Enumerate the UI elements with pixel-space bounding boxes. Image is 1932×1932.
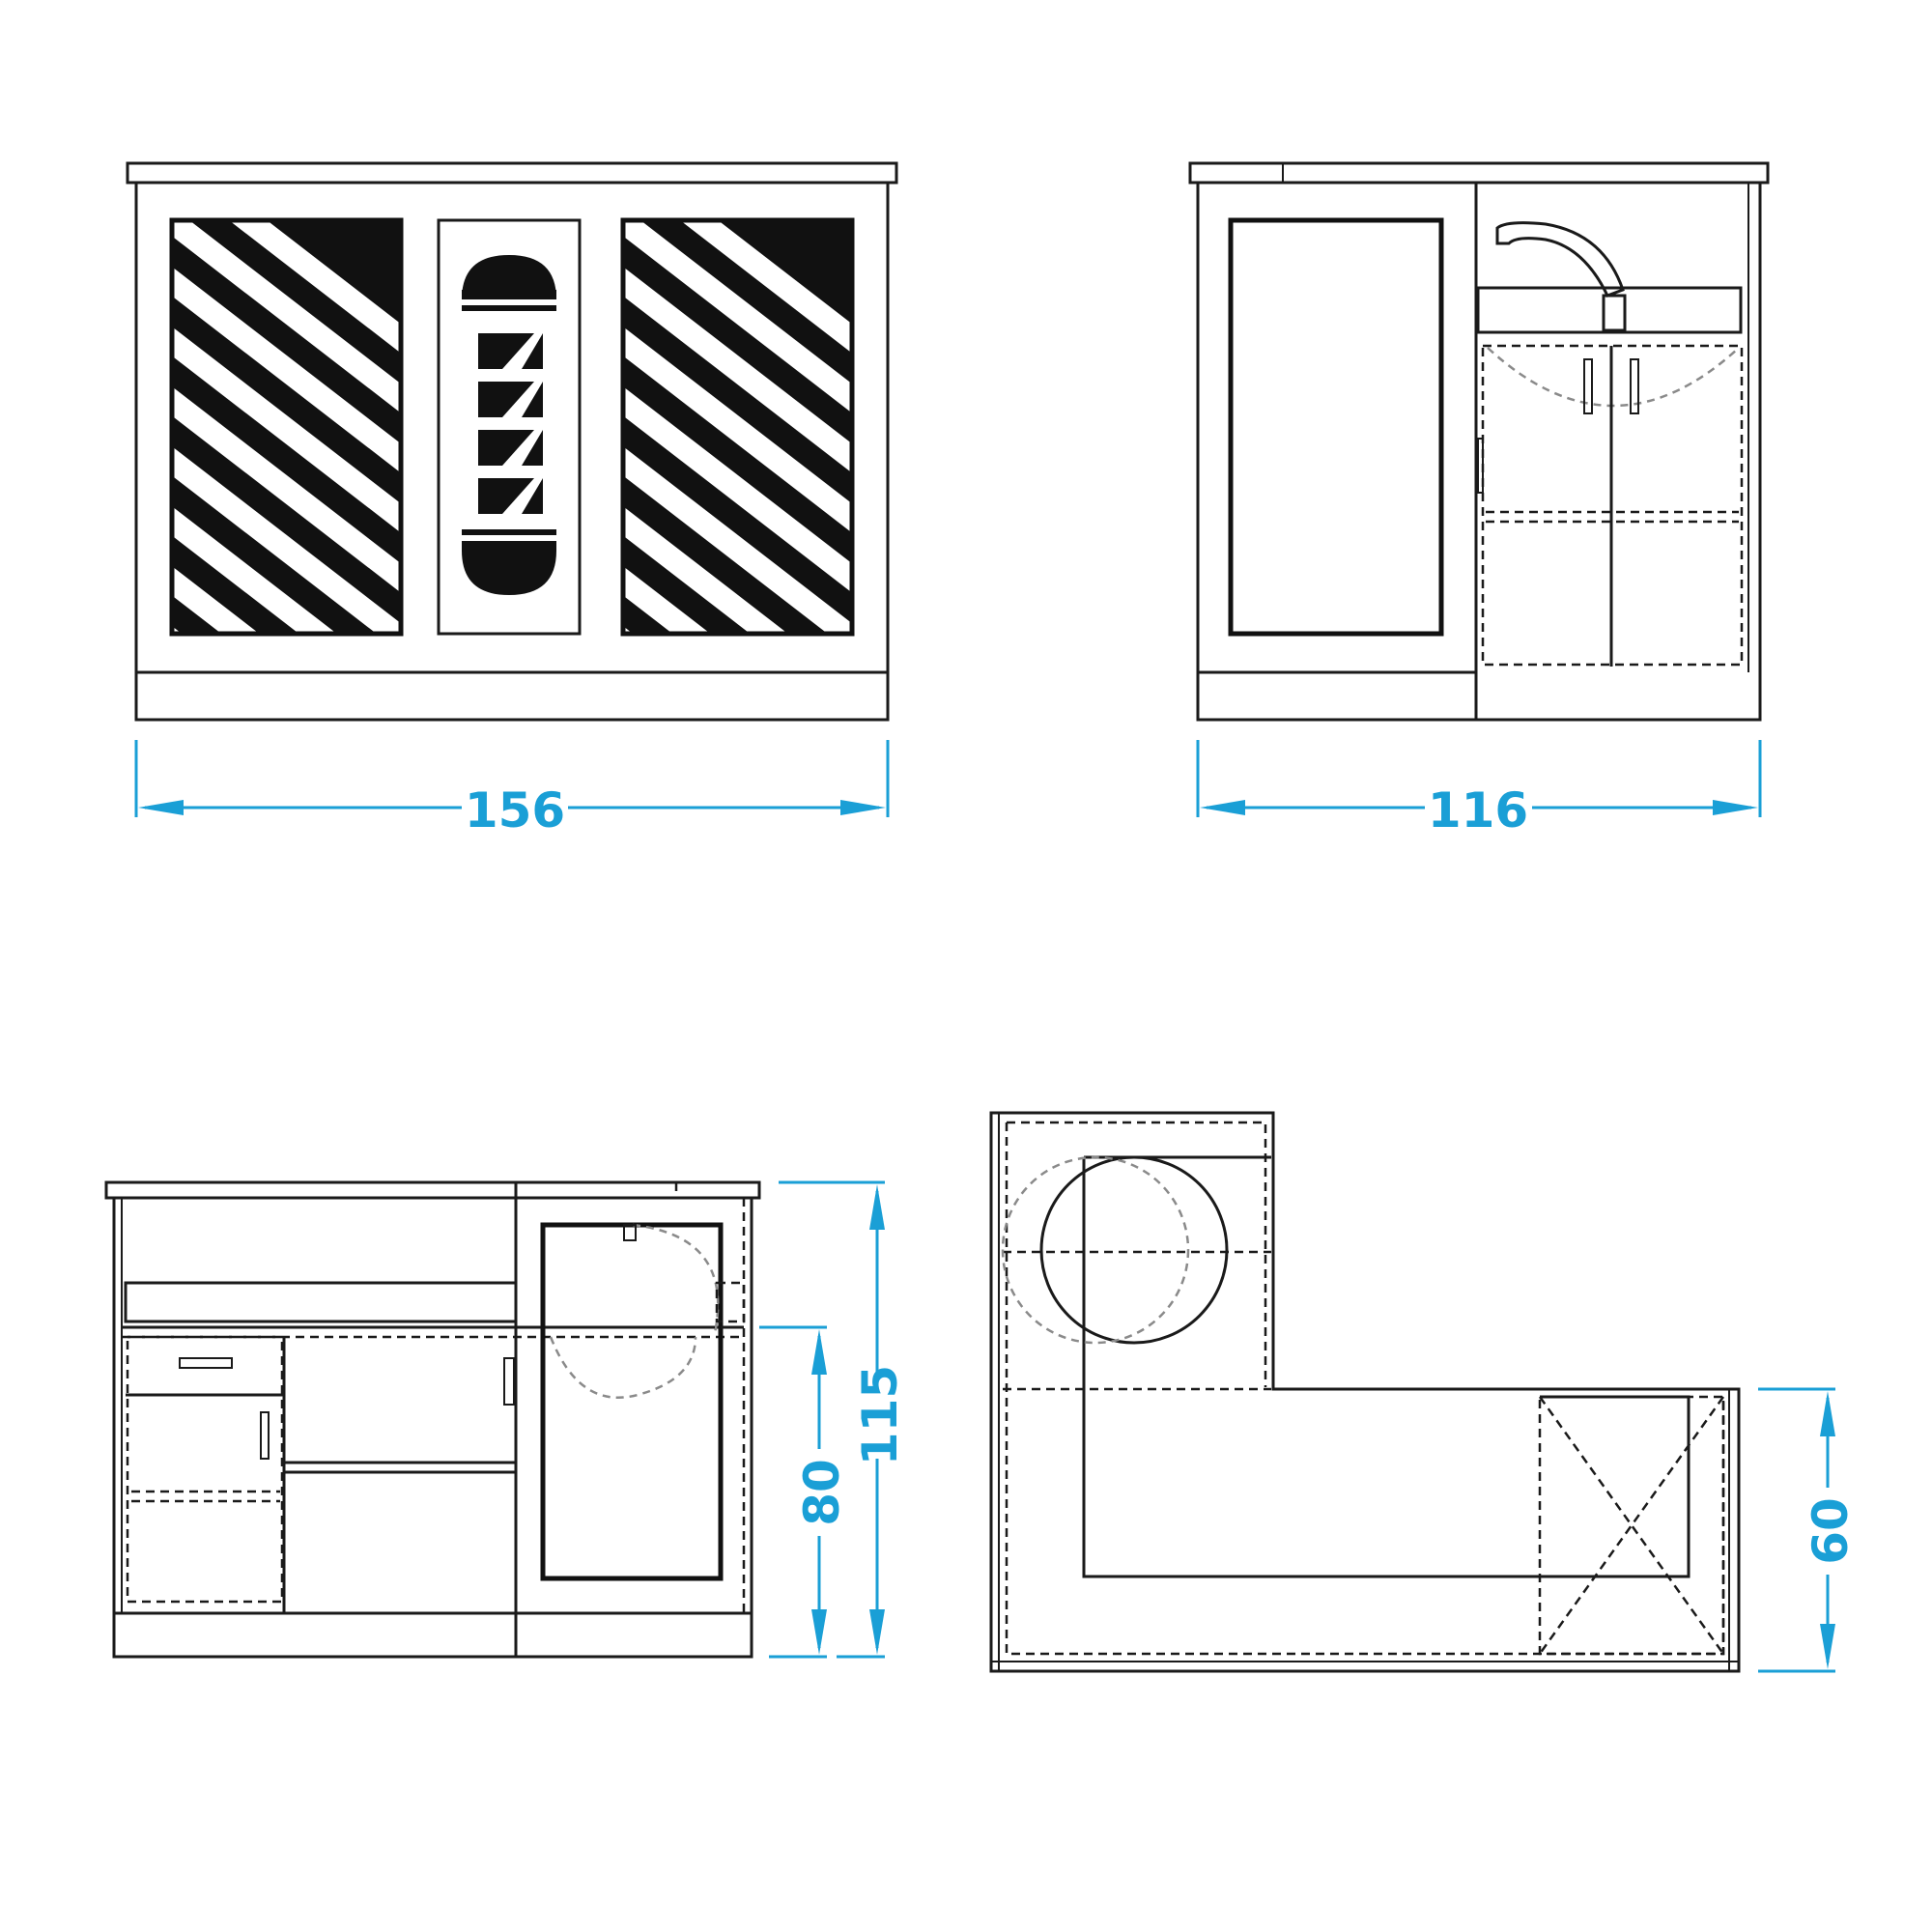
dimension-label-80: 80: [794, 1459, 850, 1526]
plan-view: 60: [989, 1111, 1859, 1673]
faucet-icon: [1495, 221, 1627, 332]
dimension-front-width: 156: [134, 740, 890, 838]
plan-outline: [989, 1111, 1741, 1673]
open-shelf: [124, 1281, 518, 1323]
cabinet-body: [1196, 181, 1762, 722]
cabinet-body: [134, 181, 890, 722]
countertop: [1188, 161, 1770, 185]
rear-elevation-view: 80 115: [104, 1180, 908, 1659]
sink-cabinet-doors: [1477, 344, 1744, 667]
door-handle-icon: [1583, 358, 1593, 414]
cross-marked-area: [1538, 1395, 1725, 1656]
dimension-label-116: 116: [1428, 782, 1528, 838]
tall-door-with-swing: [540, 1222, 746, 1581]
door-handle-icon: [1477, 438, 1484, 494]
barber-pole-graphic: [462, 255, 556, 595]
dimension-label-156: 156: [465, 782, 565, 838]
dimension-side-width: 116: [1196, 740, 1762, 838]
center-pole-panel: [437, 218, 582, 636]
sink-basin: [1476, 286, 1743, 408]
dimension-label-115: 115: [852, 1365, 908, 1465]
dimension-total-height: 115: [779, 1180, 908, 1659]
counter-inner-outline: [1082, 1155, 1690, 1578]
open-compartment: [284, 1357, 516, 1474]
door-handle-icon: [260, 1411, 270, 1460]
side-elevation-view: 116: [1188, 161, 1770, 838]
countertop: [126, 161, 898, 185]
dimension-counter-height: 80: [759, 1325, 850, 1659]
door-handle-icon: [503, 1357, 515, 1406]
tall-door-panel: [1228, 217, 1444, 637]
door-handle-icon: [1630, 358, 1639, 414]
front-elevation-view: 156: [126, 161, 898, 838]
cabinet-body: [112, 1196, 753, 1659]
left-striped-panel: [169, 217, 404, 637]
right-striped-panel: [620, 217, 855, 637]
drawer-and-door-unit: [126, 1335, 286, 1613]
dimension-label-60: 60: [1803, 1497, 1859, 1565]
dimension-depth: 60: [1758, 1387, 1859, 1673]
sink-bowl-icon: [1039, 1155, 1229, 1345]
drawer-handle-icon: [179, 1357, 233, 1369]
countertop: [104, 1180, 761, 1200]
